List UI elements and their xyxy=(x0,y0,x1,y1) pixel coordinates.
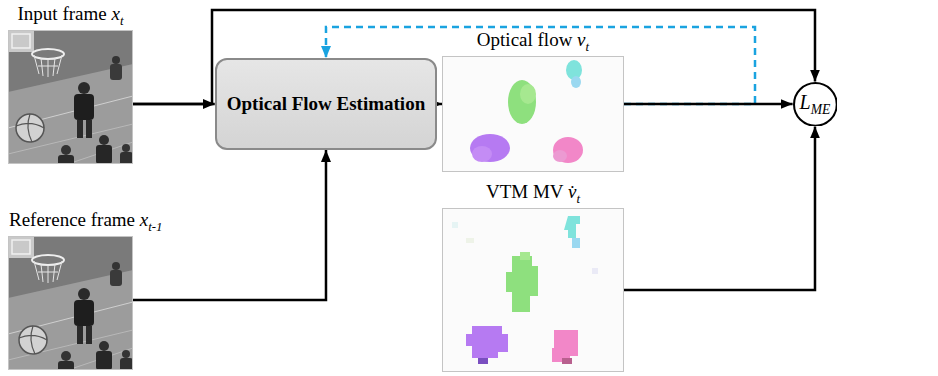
optical-flow-image xyxy=(442,56,624,172)
image-frame: Optical flow vt xyxy=(442,56,624,172)
input-frame-image xyxy=(8,30,133,167)
process-box: Optical Flow Estimation xyxy=(215,58,437,150)
reference-frame-image xyxy=(8,236,133,373)
label-holder: Input frame xt xyxy=(18,4,124,28)
arrow-connector xyxy=(133,150,326,300)
loss-label: LME xyxy=(800,92,831,117)
loss-circle: LME xyxy=(793,82,838,127)
arrow-connector xyxy=(624,103,793,106)
vtm-mv-image xyxy=(442,208,624,372)
label-holder: VTM MV v̇t xyxy=(486,182,580,206)
frame-label: Reference frame xt-1 xyxy=(9,210,163,234)
image-frame: VTM MV v̇t xyxy=(442,208,624,372)
frame-label: Input frame xt xyxy=(18,4,124,28)
frame-label: VTM MV v̇t xyxy=(486,182,580,206)
image-frame: Input frame xt xyxy=(8,30,133,164)
label-holder: Optical flow vt xyxy=(477,30,589,54)
label-holder: Reference frame xt-1 xyxy=(9,210,163,234)
frame-label: Optical flow vt xyxy=(477,30,589,54)
process-label: Optical Flow Estimation xyxy=(227,93,425,116)
arrow-connector xyxy=(624,126,815,290)
image-frame: Reference frame xt-1 xyxy=(8,236,133,370)
